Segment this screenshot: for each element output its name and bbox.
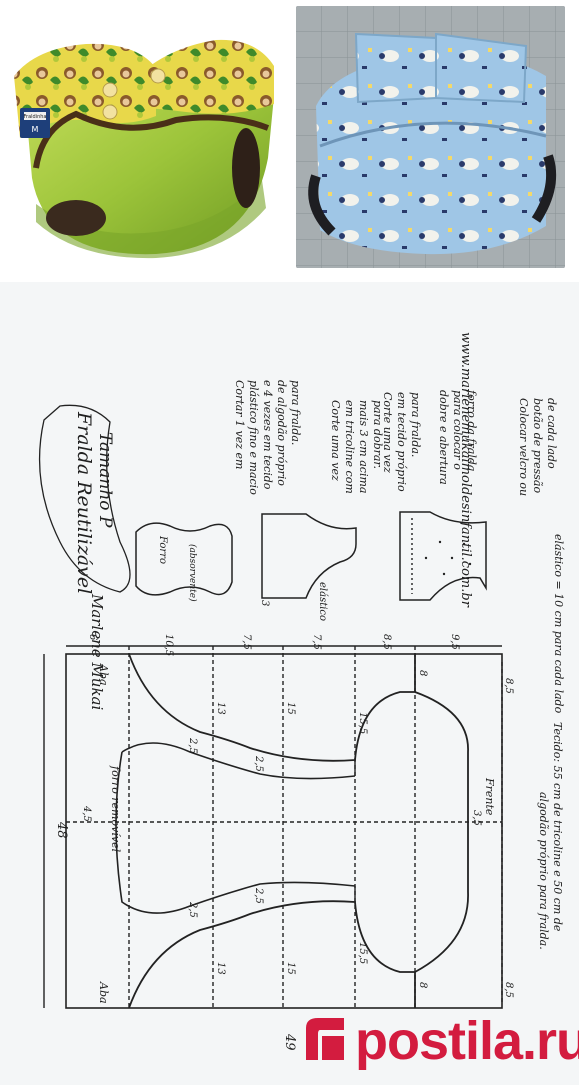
blue-diaper-image (296, 6, 565, 268)
label-frente: Frente (483, 777, 496, 816)
pattern-sheet: www.marlenemukaimoldesinfantil.com.br Fr… (0, 282, 579, 1085)
dim-85-top: 8,5 (503, 678, 514, 694)
dim-3: 3 (259, 600, 270, 606)
signature: Marlene Mukai (88, 593, 106, 711)
liner-label: Forro (157, 535, 168, 564)
dim-8-bottom: 8 (417, 982, 428, 988)
label-forro-removivel: forro removível (109, 765, 122, 853)
dim-8-top: 8 (417, 670, 428, 676)
pattern-size: Tamanho P (95, 432, 115, 528)
note-fold-3: forro da fralda (465, 389, 478, 471)
diaper-brand-label: Fraldinha (24, 114, 47, 120)
note-plastic-2: plástico fino e macio (247, 380, 260, 495)
note-tricoline-2: em tricoline com (343, 400, 356, 494)
note-tricoline-3: mais 3 cm acima (357, 400, 370, 493)
note-velcro-2: botão de pressão (531, 398, 544, 493)
dim-top-4: 7,5 (311, 634, 322, 650)
note-velcro-3: de cada lado (545, 398, 558, 469)
dim-top-5: 8,5 (381, 634, 392, 650)
dim-25-a: 2,5 (187, 737, 198, 754)
note-fold-2: para colocar o (451, 390, 464, 470)
dim-width: 48 (54, 821, 69, 839)
dim-13-bottom: 13 (215, 962, 226, 975)
dim-25-c: 2,5 (187, 901, 198, 918)
pattern-drawing: www.marlenemukaimoldesinfantil.com.br Fr… (38, 332, 565, 1051)
label-aba-bottom: Aba (97, 981, 110, 1004)
dim-155-bottom: 15,5 (357, 942, 368, 964)
dim-35: 3,5 (471, 810, 482, 826)
note-cotton-1: Corte uma vez (381, 392, 394, 473)
dim-15-top: 15 (285, 702, 296, 715)
pattern-title: Fralda Reutilizável (73, 411, 95, 594)
dim-top-1: 6 (87, 634, 98, 641)
green-diaper-photo: Fraldinha M (6, 8, 278, 266)
note-plastic-3: e 4 vezes em tecido (261, 380, 274, 490)
website-note: www.marlenemukaimoldesinfantil.com.br (458, 332, 473, 608)
dim-top-3: 7,5 (241, 634, 252, 650)
dim-13-top: 13 (215, 702, 226, 715)
elastic-label: elástico (317, 582, 328, 621)
dim-25-d: 2,5 (253, 887, 264, 904)
note-fold-1: dobre e abertura (437, 390, 450, 485)
dim-15-bottom: 15 (285, 962, 296, 975)
liner-sublabel: (absorvente) (187, 544, 198, 602)
dim-height: 49 (282, 1033, 297, 1051)
green-diaper-image: Fraldinha M (14, 39, 274, 259)
dim-top-6: 9,5 (449, 634, 460, 650)
dim-top-2: 10,5 (163, 634, 174, 656)
note-plastic-5: para fralda. (289, 380, 302, 445)
label-aba-top: Aba (97, 663, 110, 686)
note-plastic-1: Cortar 1 vez em (233, 380, 246, 469)
note-velcro-1: Colocar velcro ou (517, 398, 530, 496)
diaper-size-label: M (32, 125, 39, 134)
note-cotton-2: em tecido próprio (395, 392, 408, 492)
dim-45: 4,5 (81, 805, 92, 822)
fabric-note-2: algodão próprio para fralda. (537, 792, 550, 950)
note-tricoline-1: Corte uma vez (329, 400, 342, 481)
note-plastic-4: de algodão próprio (275, 380, 288, 486)
elastic-note: elástico = 10 cm para cada lado (552, 534, 565, 714)
note-cotton-3: para fralda. (409, 392, 422, 457)
watermark-pin-icon (306, 1018, 344, 1060)
blue-diaper-photo (296, 6, 565, 268)
fabric-note-1: Tecido: 55 cm de tricoline e 50 cm de (551, 722, 564, 932)
dim-85-bottom: 8,5 (503, 982, 514, 998)
dim-155-top: 15,5 (357, 712, 368, 734)
dim-25-b: 2,5 (253, 755, 264, 772)
watermark-text: postila.ru (355, 1011, 579, 1071)
note-tricoline-4: para dobrar. (371, 400, 384, 469)
